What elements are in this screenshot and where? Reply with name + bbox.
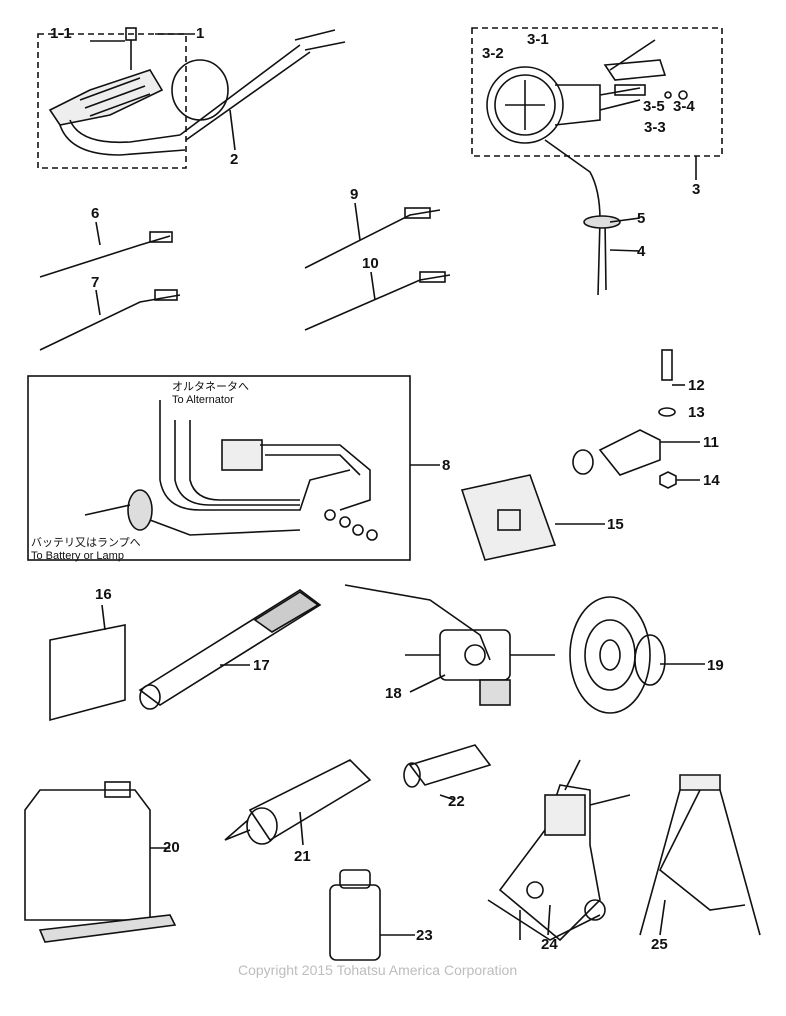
to-battery-en: To Battery or Lamp	[31, 549, 124, 562]
callout-3-5: 3-5	[643, 98, 665, 115]
callout-8: 8	[442, 457, 451, 474]
callout-14: 14	[703, 472, 720, 489]
callout-17: 17	[253, 657, 270, 674]
remote-bracket-11-15	[460, 349, 700, 561]
stands-24-25	[487, 759, 761, 942]
tools-16-17-18-19	[49, 584, 705, 722]
callout-7: 7	[91, 274, 100, 291]
to-alternator-note: オルタネータへ To Alternator	[172, 381, 249, 406]
rectifier-harness-kit	[27, 375, 440, 561]
extension-wires-6-7-9-10	[39, 202, 451, 351]
callout-19: 19	[707, 657, 724, 674]
callout-3-1: 3-1	[527, 31, 549, 48]
callout-3: 3	[692, 181, 701, 198]
callout-9: 9	[350, 186, 359, 203]
callout-6: 6	[91, 205, 100, 222]
callout-4: 4	[637, 243, 646, 260]
callout-18: 18	[385, 685, 402, 702]
callout-1-1: 1-1	[50, 25, 72, 42]
callout-15: 15	[607, 516, 624, 533]
callout-5: 5	[637, 210, 646, 227]
callout-2: 2	[230, 151, 239, 168]
callout-25: 25	[651, 936, 668, 953]
callout-1: 1	[196, 25, 205, 42]
callout-24: 24	[541, 936, 558, 953]
callout-10: 10	[362, 255, 379, 272]
callout-11: 11	[703, 434, 719, 451]
stator-coil-kit	[37, 27, 195, 169]
callout-23: 23	[416, 927, 433, 944]
supplies-20-23	[24, 744, 492, 961]
copyright-watermark: Copyright 2015 Tohatsu America Corporati…	[238, 962, 518, 978]
callout-20: 20	[163, 839, 180, 856]
callout-3-2: 3-2	[482, 45, 504, 62]
to-battery-note: バッテリ又はランプへ To Battery or Lamp	[31, 537, 141, 562]
callout-21: 21	[294, 848, 311, 865]
callout-12: 12	[688, 377, 705, 394]
callout-13: 13	[688, 404, 705, 421]
tachometer-kit	[471, 27, 723, 296]
callout-3-3: 3-3	[644, 119, 666, 136]
wire-harness-2	[171, 29, 346, 151]
callout-16: 16	[95, 586, 112, 603]
to-alternator-jp: オルタネータへ	[172, 381, 249, 393]
callout-3-4: 3-4	[673, 98, 695, 115]
callout-22: 22	[448, 793, 465, 810]
to-alternator-en: To Alternator	[172, 393, 234, 406]
to-battery-jp: バッテリ又はランプへ	[31, 537, 141, 549]
